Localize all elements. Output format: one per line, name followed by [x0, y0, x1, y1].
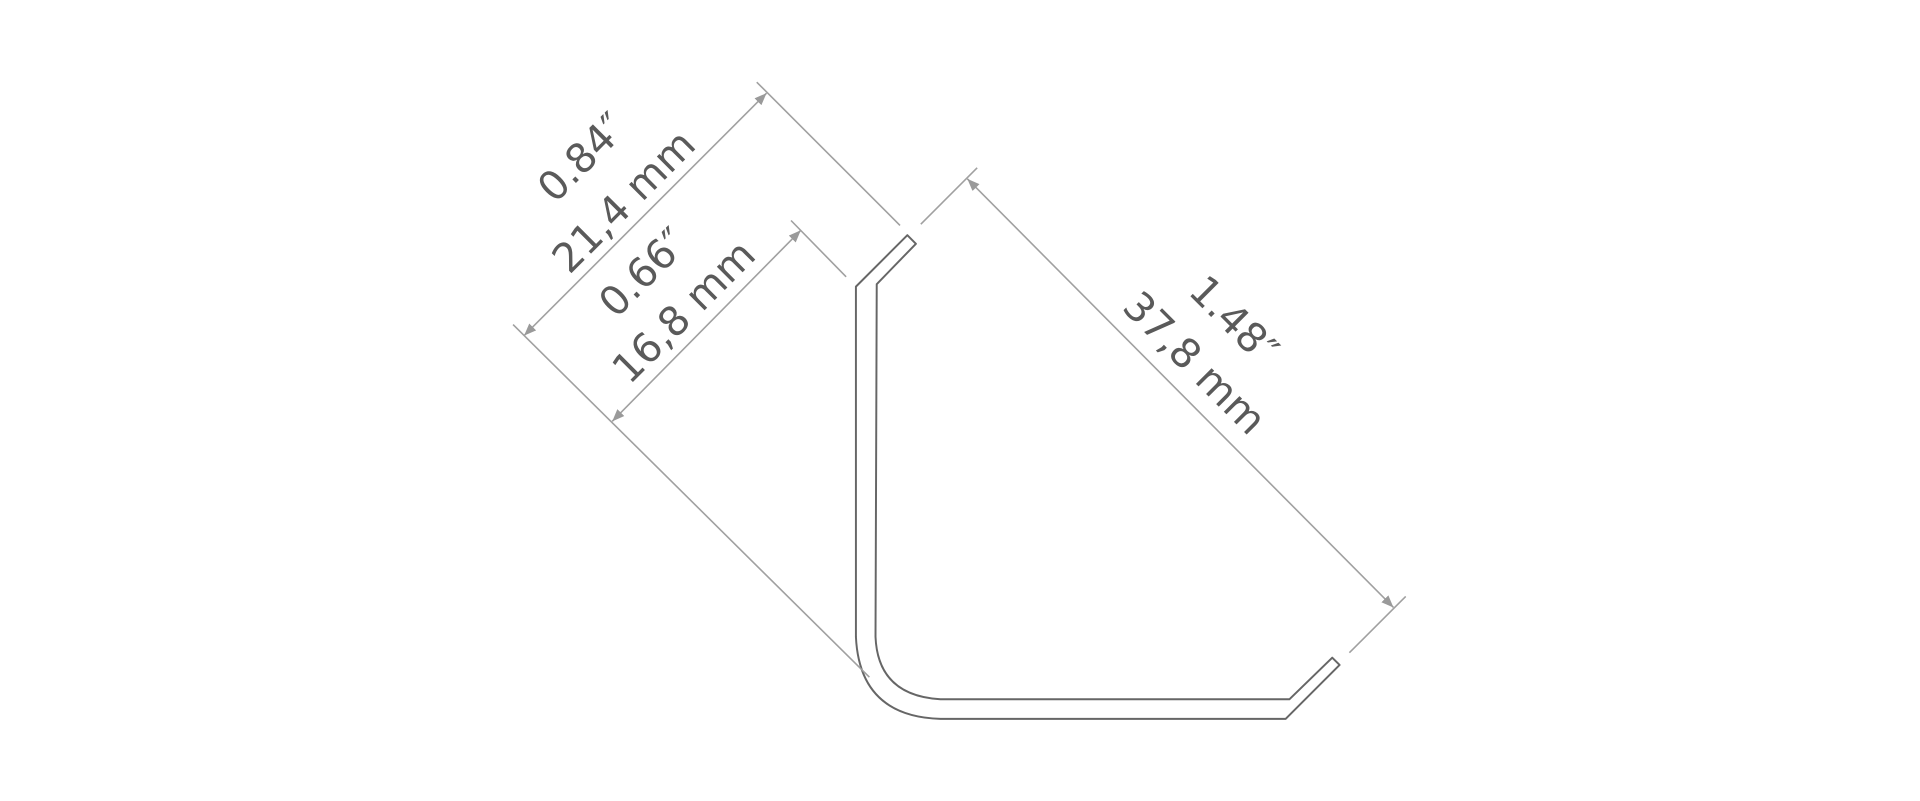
dimension-1-48: 1.48″ 37,8 mm: [920, 167, 1407, 654]
extension-line: [790, 219, 847, 278]
extension-line: [756, 81, 901, 226]
extension-line: [1348, 595, 1407, 654]
dimension-0-84: 0.84″ 21,4 mm: [512, 81, 901, 678]
extension-line: [512, 324, 870, 678]
dimension-0-66: 0.66″ 16,8 mm: [589, 218, 847, 422]
dimension-line: [611, 229, 802, 422]
profile-shape: [854, 234, 1341, 720]
dimension-line: [966, 178, 1395, 608]
dimension-line: [523, 92, 768, 337]
extension-line: [920, 167, 978, 225]
